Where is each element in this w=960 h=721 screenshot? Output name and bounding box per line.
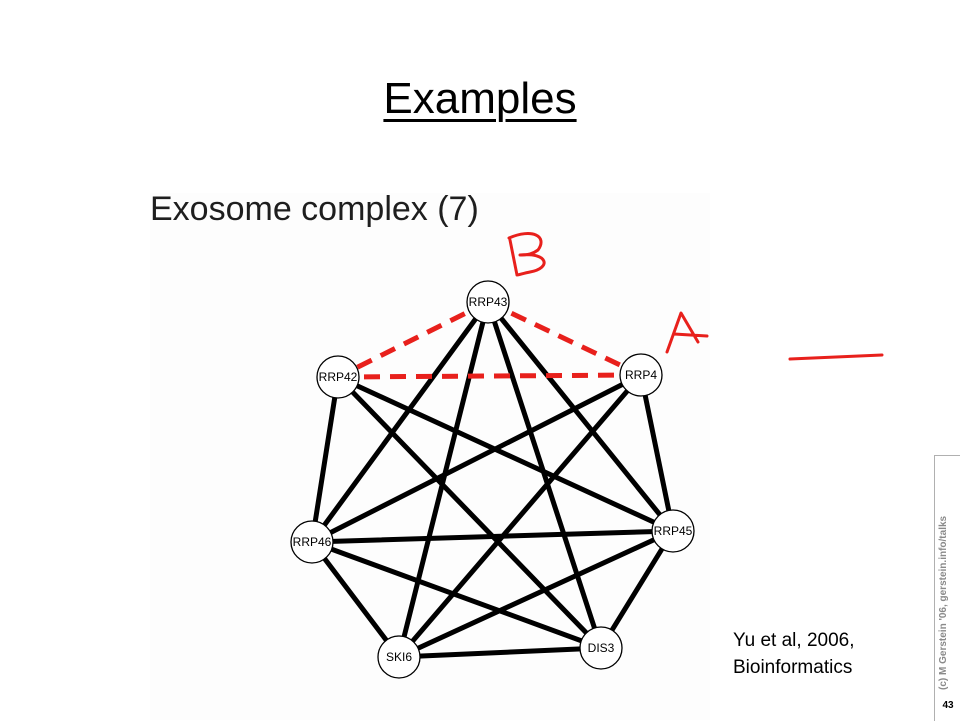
node-circle [290,520,334,564]
slide-title: Examples [383,74,577,123]
node-rrp46: RRP46 [290,520,334,564]
edge-rrp43-rrp45 [485,299,676,534]
node-label: DIS3 [588,641,615,655]
edge-ski6-dis3 [396,645,604,660]
edge-rrp4-ski6 [396,372,644,660]
node-circle [619,353,663,397]
edge-rrp45-dis3 [598,528,676,651]
node-circle [377,635,421,679]
edge-rrp46-dis3 [309,539,604,651]
edge-rrp43-dis3 [485,299,604,651]
node-circle [466,280,510,324]
copyright-credit: (c) M Gerstein '06, gerstein.info/talks [938,515,949,690]
side-frame [934,455,960,721]
node-label: SKI6 [386,650,412,664]
figure-panel [150,193,710,720]
edge-rrp4-rrp45 [638,372,676,534]
edge-rrp43-ski6 [396,299,491,660]
node-ski6: SKI6 [377,635,421,679]
page-number: 43 [942,700,954,711]
node-dis3: DIS3 [579,626,623,670]
node-circle [651,509,695,553]
node-circle [316,355,360,399]
node-label: RRP42 [319,370,358,384]
annotation-b-mark [507,232,546,277]
node-rrp43: RRP43 [466,280,510,324]
edge-rrp46-rrp45 [309,528,676,545]
edge-rrp4-rrp46 [309,372,644,545]
figure-subtitle: Exosome complex (7) [150,190,479,228]
edge-rrp42-dis3 [335,374,604,651]
node-circle [579,626,623,670]
dashed-edge-rrp42-rrp4 [337,372,642,380]
edge-rrp45-ski6 [396,528,676,660]
node-label: RRP4 [625,368,657,382]
node-rrp42: RRP42 [316,355,360,399]
handwritten-annotations [507,232,884,361]
edge-rrp43-rrp46 [309,299,491,545]
node-rrp4: RRP4 [619,353,663,397]
dashed-edge-rrp43-rrp4 [486,299,643,378]
citation-line-2: Bioinformatics [733,657,853,678]
edge-rrp46-ski6 [309,539,402,660]
solid-edges [309,299,676,660]
node-label: RRP46 [293,535,332,549]
annotation-dash-mark [788,353,884,361]
dashed-edge-rrp43-rrp42 [336,299,490,380]
dashed-edges [336,299,643,380]
node-label: RRP43 [469,295,508,309]
citation-line-1: Yu et al, 2006, [733,630,855,651]
node-label: RRP45 [654,524,693,538]
edge-rrp42-rrp45 [335,374,676,534]
annotation-a-mark [665,311,709,354]
citation: Yu et al, 2006, Bioinformatics [733,627,855,681]
edge-rrp42-rrp46 [309,374,341,545]
node-rrp45: RRP45 [651,509,695,553]
